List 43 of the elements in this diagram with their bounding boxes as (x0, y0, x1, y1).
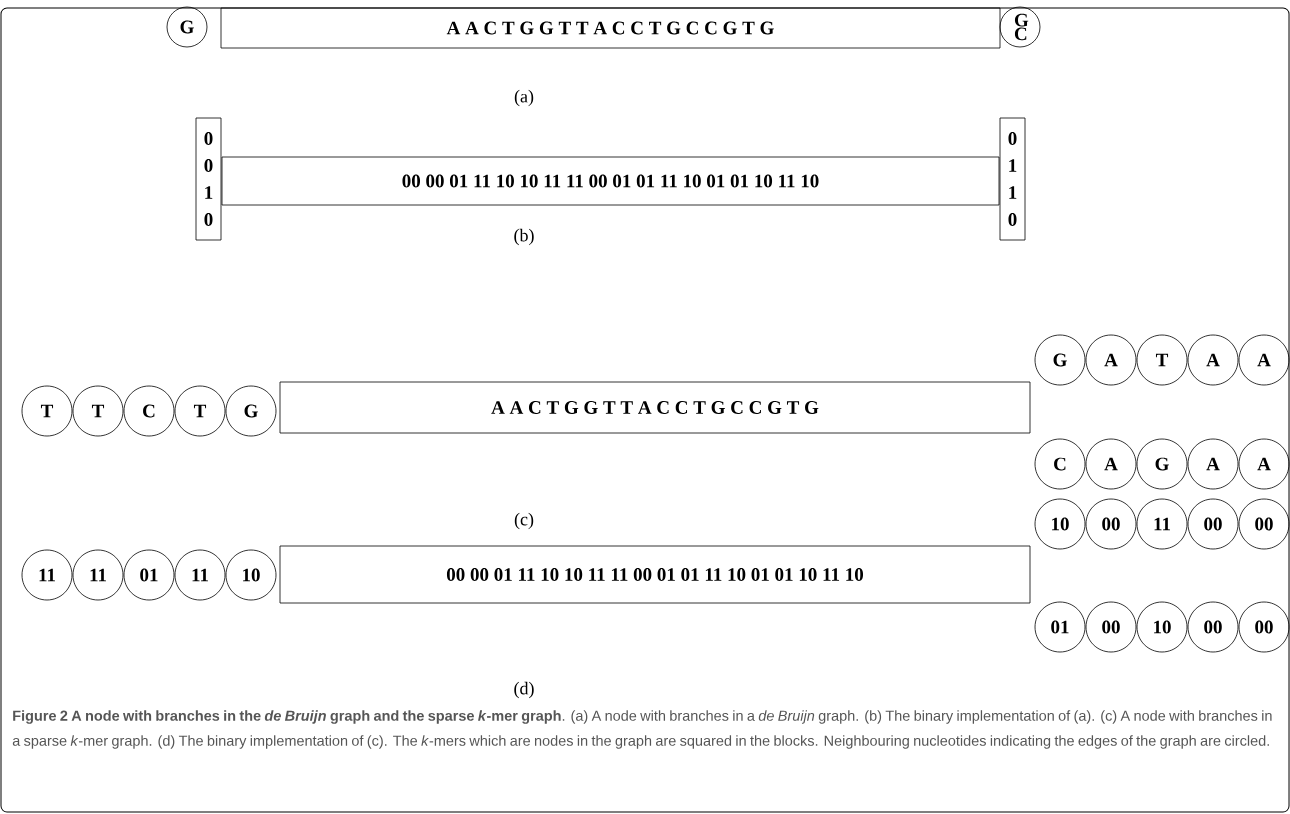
circled-nucleotide: 01 (123, 549, 175, 601)
circled-nucleotide: 00 (1187, 498, 1239, 550)
circled-nucleotide: G C (999, 6, 1041, 48)
circled-nucleotide: C (123, 385, 175, 437)
circled-nucleotide: 00 (1238, 601, 1290, 653)
panel-label: (a) (514, 89, 534, 107)
sequence-block: A A C T G G T T A C C T G C C G T G (220, 7, 1001, 49)
circled-nucleotide: A (1187, 438, 1239, 490)
circled-nucleotide: T (1136, 334, 1188, 386)
circled-nucleotide: 00 (1187, 601, 1239, 653)
circled-nucleotide: 11 (174, 549, 226, 601)
circled-nucleotide: 11 (21, 549, 73, 601)
circled-nucleotide: G (225, 385, 277, 437)
circled-nucleotide: 10 (225, 549, 277, 601)
panel-label: (c) (514, 512, 534, 530)
circled-nucleotide: T (174, 385, 226, 437)
circled-nucleotide: T (21, 385, 73, 437)
circled-nucleotide: G (166, 6, 208, 48)
circled-nucleotide: A (1085, 334, 1137, 386)
sequence-block: 00 00 01 11 10 10 11 11 00 01 01 11 10 01 01 10 11 10 (279, 545, 1031, 604)
circled-nucleotide: 00 (1085, 498, 1137, 550)
circled-nucleotide: A (1238, 438, 1290, 490)
sequence-block: 0 1 1 0 (999, 117, 1026, 241)
circled-nucleotide: G (1034, 334, 1086, 386)
circled-nucleotide: 01 (1034, 601, 1086, 653)
panel-label: (b) (514, 228, 534, 246)
sequence-block: 00 00 01 11 10 10 11 11 00 01 01 11 10 01 01 10 11 10 (221, 156, 1000, 206)
sequence-block: A A C T G G T T A C C T G C C G T G (279, 381, 1031, 434)
circled-nucleotide: A (1187, 334, 1239, 386)
circled-nucleotide: A (1085, 438, 1137, 490)
circled-nucleotide: 10 (1034, 498, 1086, 550)
circled-nucleotide: 00 (1238, 498, 1290, 550)
circled-nucleotide: G (1136, 438, 1188, 490)
circled-nucleotide: 11 (1136, 498, 1188, 550)
circled-nucleotide: C (1034, 438, 1086, 490)
circled-nucleotide: T (72, 385, 124, 437)
circled-nucleotide: 11 (72, 549, 124, 601)
figure-caption: Figure 2 A node with branches in the de Bruijn graph and the sparse k-mer graph. (a) A node with branches in a de Bruijn graph. (b) The binary implementation of (a). (c) A node with branches in a sparse k-mer graph. (d) The binary implementation of (c). The k-mers which are nodes in the graph are squared in the blocks. Neighbouring nucleotides indicating the edges of the graph are circled. (12, 710, 1272, 749)
circled-nucleotide: 10 (1136, 601, 1188, 653)
panel-label: (d) (514, 681, 534, 699)
sequence-block: 0 0 1 0 (195, 117, 222, 241)
circled-nucleotide: A (1238, 334, 1290, 386)
circled-nucleotide: 00 (1085, 601, 1137, 653)
